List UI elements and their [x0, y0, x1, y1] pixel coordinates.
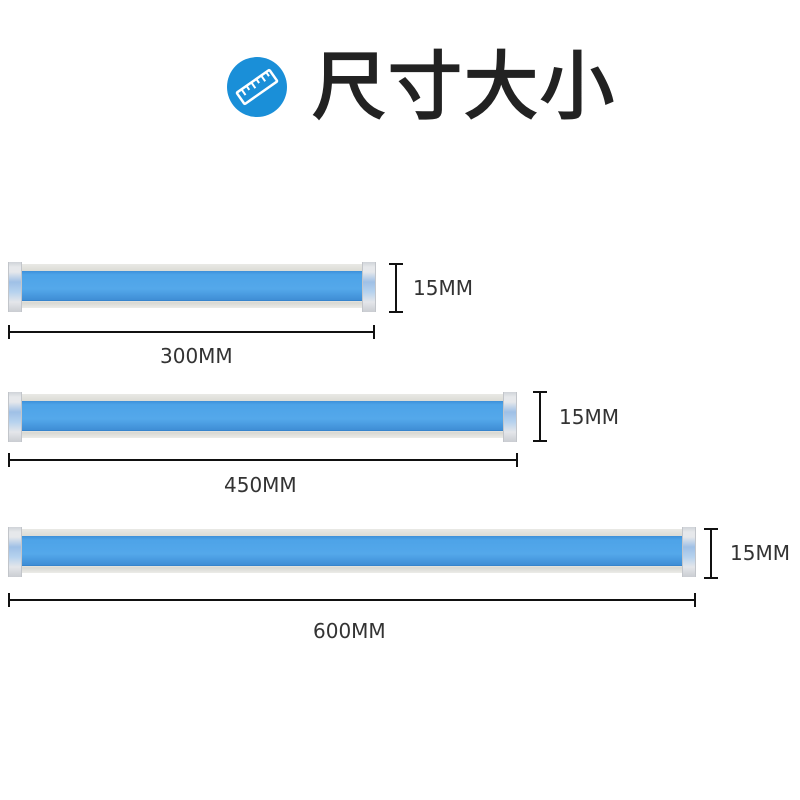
diameter-label: 15MM: [559, 405, 619, 429]
diameter-dimension-line: [533, 391, 547, 442]
tube-end-cap-left: [8, 262, 22, 312]
ruler-badge: [227, 57, 287, 117]
length-dimension-line: [8, 593, 696, 607]
tube-end-cap-right: [503, 392, 517, 442]
tube-450mm: [8, 392, 517, 442]
length-label: 450MM: [224, 473, 297, 497]
length-dimension-line: [8, 325, 375, 339]
tube-light: [20, 401, 505, 431]
tube-end-cap-left: [8, 392, 22, 442]
length-label: 600MM: [313, 619, 386, 643]
tube-600mm: [8, 527, 696, 577]
diameter-dimension-line: [704, 528, 718, 579]
diameter-dimension-line: [389, 263, 403, 313]
header: 尺寸大小: [0, 38, 800, 138]
tube-end-cap-right: [682, 527, 696, 577]
diameter-label: 15MM: [730, 541, 790, 565]
page-title: 尺寸大小: [312, 44, 616, 130]
tube-end-cap-right: [362, 262, 376, 312]
length-dimension-line: [8, 453, 518, 467]
tube-light: [20, 536, 684, 566]
diameter-label: 15MM: [413, 276, 473, 300]
length-label: 300MM: [160, 344, 233, 368]
ruler-icon: [235, 68, 279, 106]
tube-300mm: [8, 262, 376, 312]
tube-light: [20, 271, 364, 301]
tube-end-cap-left: [8, 527, 22, 577]
